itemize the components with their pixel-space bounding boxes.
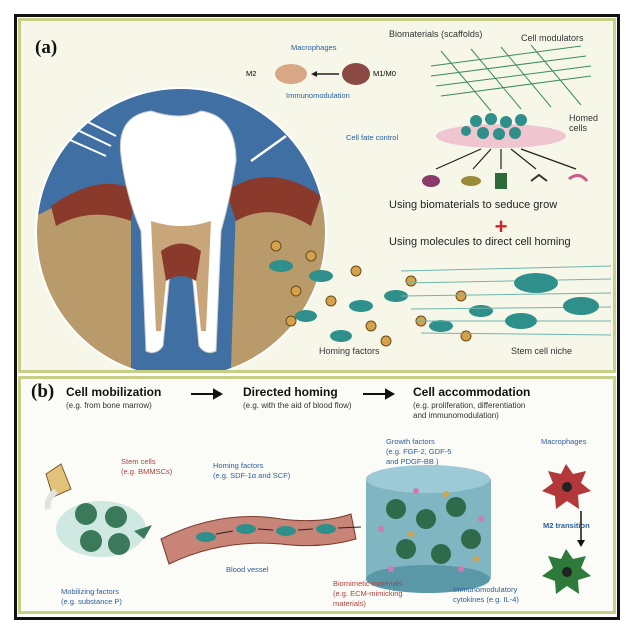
- panel-a-label: (a): [35, 37, 57, 59]
- step2-title: Directed homing: [243, 385, 338, 399]
- mobilizing-factors-label: Mobilizing factors: [61, 587, 119, 596]
- m2-macrophage: [275, 64, 307, 84]
- immunomodulation-label: Immunomodulation: [286, 91, 350, 100]
- step1-title: Cell mobilization: [66, 385, 161, 399]
- panel-a-illustration: +: [21, 21, 613, 370]
- panel-b: (b) Cell mobilization (e.g. from bone ma…: [18, 376, 616, 614]
- macrophages-label: Macrophages: [291, 43, 336, 52]
- growth-factors-eg2: and PDGF-BB ): [386, 457, 439, 466]
- panel-b-illustration: [21, 379, 613, 611]
- blood-vessel-label: Blood vessel: [226, 565, 269, 574]
- panel-b-label: (b): [31, 381, 54, 403]
- fate-arrows: [436, 149, 576, 169]
- biomimetic-label: Biomimetic materials: [333, 579, 402, 588]
- macrophage-m2: [542, 549, 591, 594]
- panel-a: + (a) Macrophages M2 M1/M0 Immunomodulat…: [18, 18, 616, 373]
- homing-factors-label-b: Homing factors: [213, 461, 263, 470]
- biomimetic-eg2: materials): [333, 599, 366, 608]
- homing-factors-eg: (e.g. SDF-1α and SCF): [213, 471, 290, 480]
- step3-sub: (e.g. proliferation, differentiation: [413, 401, 525, 410]
- m2-label: M2: [246, 69, 256, 78]
- growth-factors-label: Growth factors: [386, 437, 435, 446]
- macrophages-label-b: Macrophages: [541, 437, 586, 446]
- step3-sub2: and immunomodulation): [413, 411, 499, 420]
- step3-title: Cell accommodation: [413, 385, 530, 399]
- m1-macrophage: [342, 63, 370, 85]
- immuno-eg: cytokines (e.g. IL-4): [453, 595, 519, 604]
- scaffold-mesh: [431, 45, 591, 111]
- step2-sub: (e.g. with the aid of blood flow): [243, 401, 352, 410]
- mobilizing-factors-eg: (e.g. substance P): [61, 597, 122, 606]
- growth-factors-eg1: (e.g. FGF-2, GDF-5: [386, 447, 451, 456]
- step1-sub: (e.g. from bone marrow): [66, 401, 152, 410]
- line2-text: Using molecules to direct cell homing: [389, 236, 571, 248]
- immuno-label: Immunomodulatory: [453, 585, 517, 594]
- stem-cell-niche-label: Stem cell niche: [511, 346, 572, 356]
- homing-factors-label-a: Homing factors: [319, 346, 380, 356]
- cell-fate-control-label: Cell fate control: [346, 133, 398, 142]
- biomaterials-label: Biomaterials (scaffolds): [389, 29, 482, 39]
- stem-cells-eg: (e.g. BMMSCs): [121, 467, 172, 476]
- biomimetic-eg1: (e.g. ECM-mimicking: [333, 589, 403, 598]
- m2-transition-label: M2 transition: [543, 521, 590, 530]
- line1-text: Using biomaterials to seduce grow: [389, 199, 557, 211]
- m1m0-label: M1/M0: [373, 69, 396, 78]
- blood-vessel: [161, 514, 356, 564]
- macrophage-m1: [542, 464, 591, 509]
- homed-cells-label: Homed cells: [569, 113, 598, 133]
- stem-cells-label: Stem cells: [121, 457, 156, 466]
- scaffold-cylinder: [366, 465, 491, 593]
- cell-modulators-label: Cell modulators: [521, 33, 584, 43]
- bone-marrow: [46, 464, 152, 557]
